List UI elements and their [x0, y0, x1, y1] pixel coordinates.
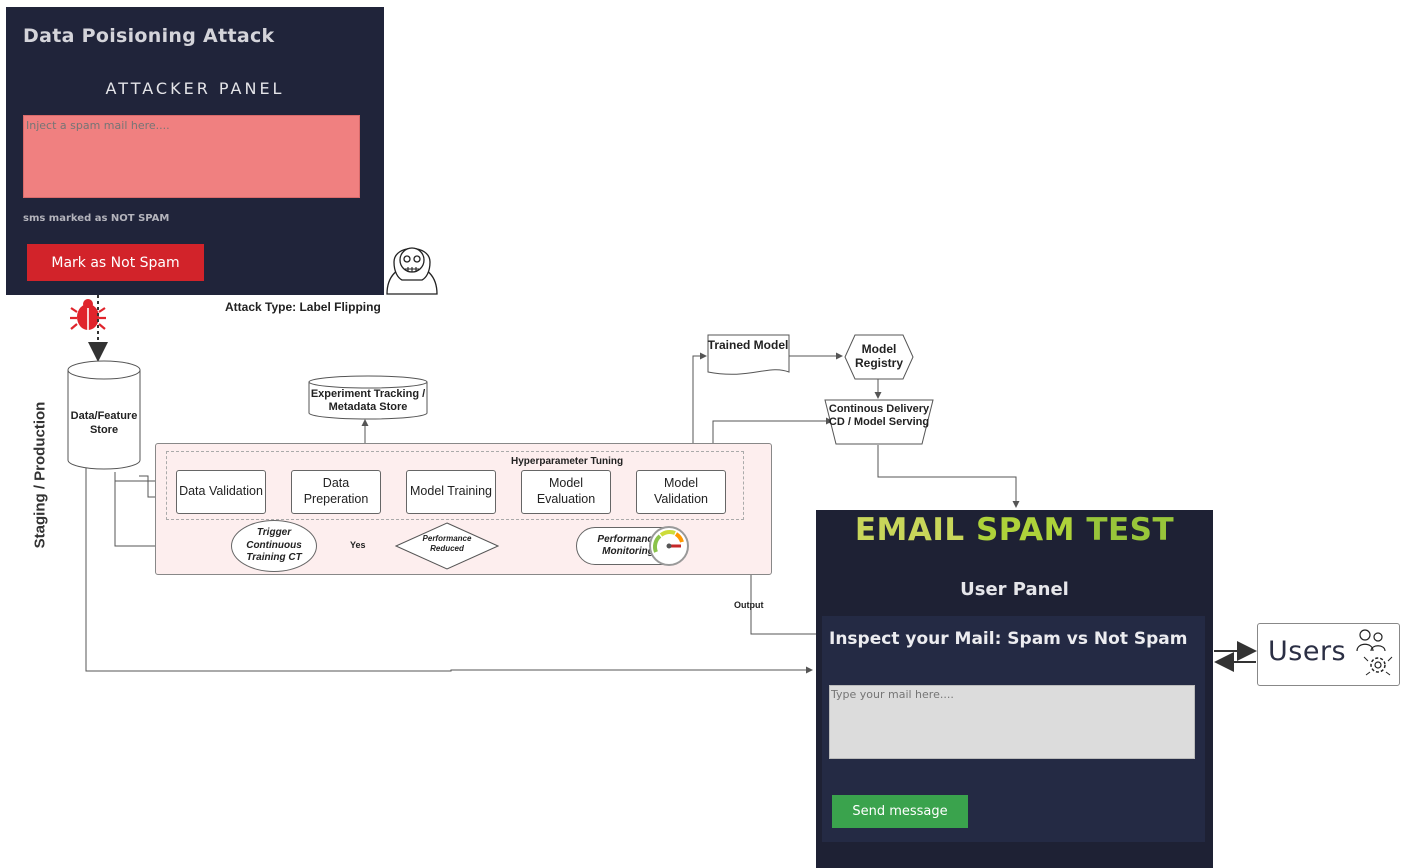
users-gear-icon — [1356, 629, 1393, 676]
user-panel-heading: User Panel — [960, 579, 1069, 600]
app-title-word-2: SPAM — [975, 512, 1076, 548]
model-registry-hexagon — [844, 334, 914, 380]
performance-reduced-label: Performance Reduced — [422, 534, 472, 553]
hyperparameter-tuning-label: Hyperparameter Tuning — [511, 456, 624, 467]
step-model-training: Model Training — [406, 470, 496, 514]
mail-input[interactable] — [829, 685, 1195, 759]
app-title: EMAIL SPAM TEST — [816, 512, 1213, 548]
step-model-validation: Model Validation — [636, 470, 726, 514]
continuous-delivery-trapezoid — [824, 399, 934, 445]
mark-not-spam-button[interactable]: Mark as Not Spam — [27, 244, 204, 281]
gauge-icon — [649, 526, 689, 566]
email-spam-app: EMAIL SPAM TEST User Panel Inspect your … — [816, 510, 1213, 868]
training-loop-boundary — [166, 451, 744, 520]
attacker-panel: Data Poisioning Attack ATTACKER PANEL sm… — [6, 7, 384, 295]
feature-store-label: Data/Feature Store — [70, 410, 138, 436]
app-title-word-1: EMAIL — [854, 512, 965, 548]
step-model-evaluation: Model Evaluation — [521, 470, 611, 514]
users-box: Users — [1257, 623, 1400, 686]
attacker-panel-subtitle: ATTACKER PANEL — [105, 79, 285, 98]
users-label: Users — [1268, 636, 1347, 667]
trained-model-label: Trained Model — [707, 338, 789, 352]
step-data-validation: Data Validation — [176, 470, 266, 514]
trained-model-shape — [707, 334, 790, 375]
trigger-continuous-training: Trigger Continuous Training CT — [231, 520, 317, 572]
step-data-preparation: Data Preperation — [291, 470, 381, 514]
yes-label: Yes — [350, 540, 366, 550]
hacker-skull-icon — [386, 247, 438, 295]
model-registry-label: Model Registry — [854, 342, 904, 371]
send-message-button[interactable]: Send message — [832, 795, 968, 828]
continuous-delivery-label: Continous Delivery CD / Model Serving — [828, 403, 930, 429]
inspect-mail-heading: Inspect your Mail: Spam vs Not Spam — [829, 629, 1188, 649]
performance-reduced-diamond — [395, 522, 499, 570]
feature-store-cylinder — [67, 360, 141, 470]
experiment-tracking-cylinder — [308, 375, 428, 420]
spam-inject-input[interactable] — [23, 115, 360, 198]
attacker-status-text: sms marked as NOT SPAM — [23, 213, 170, 224]
output-label: Output — [734, 600, 764, 610]
app-title-word-3: TEST — [1086, 512, 1175, 548]
attack-type-label: Attack Type: Label Flipping — [225, 300, 381, 314]
bug-icon — [70, 299, 106, 330]
inspect-mail-card: Inspect your Mail: Spam vs Not Spam Send… — [822, 616, 1205, 842]
attacker-panel-title: Data Poisioning Attack — [23, 25, 275, 47]
experiment-tracking-label: Experiment Tracking / Metadata Store — [310, 388, 426, 414]
